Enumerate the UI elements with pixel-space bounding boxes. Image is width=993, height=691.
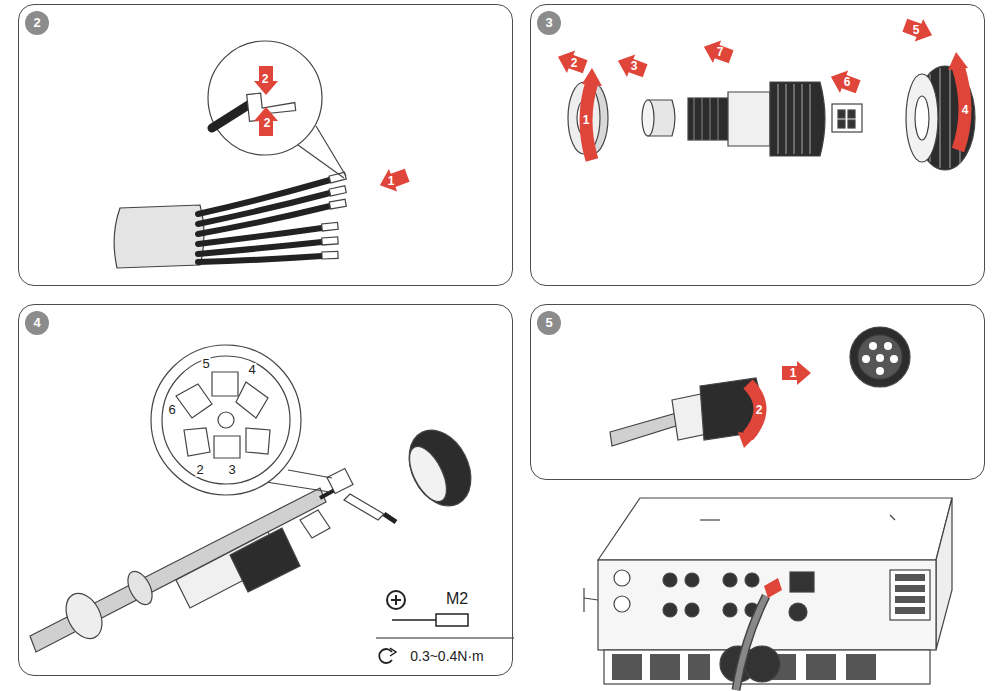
screw-size: M2 bbox=[444, 590, 470, 608]
step-number: 4 bbox=[25, 311, 49, 335]
torque-value: 0.3~0.4N·m bbox=[408, 648, 486, 664]
inverter bbox=[584, 498, 952, 690]
callout-number: 2 bbox=[571, 56, 578, 70]
callout-number: 2 bbox=[262, 72, 269, 86]
pin-number: 4 bbox=[247, 363, 256, 377]
callout-number: 4 bbox=[962, 103, 969, 117]
callout-number: 1 bbox=[388, 174, 395, 188]
step-number: 2 bbox=[25, 11, 49, 35]
cable-ferrules bbox=[114, 41, 346, 268]
step-number: 5 bbox=[537, 311, 561, 335]
callout-number: 3 bbox=[631, 59, 638, 73]
pin-number: 2 bbox=[195, 463, 204, 477]
pin-number: 5 bbox=[201, 357, 210, 371]
step-panel: 3 bbox=[530, 4, 985, 286]
callout-number: 2 bbox=[264, 116, 271, 130]
callout-number: 5 bbox=[913, 23, 920, 37]
plug-socket bbox=[610, 327, 910, 446]
callout-number: 6 bbox=[844, 75, 851, 89]
pin-number: 3 bbox=[227, 463, 236, 477]
step-panel: 2 bbox=[18, 4, 513, 286]
step-panel: 5 bbox=[530, 304, 985, 480]
pin-number: 6 bbox=[167, 403, 176, 417]
callout-number: 1 bbox=[790, 366, 797, 380]
connector-parts bbox=[568, 66, 975, 170]
connector-assembly bbox=[30, 345, 514, 663]
step-number: 3 bbox=[537, 11, 561, 35]
callout-number: 2 bbox=[756, 403, 763, 417]
step-panel: 4 bbox=[18, 304, 513, 676]
callout-number: 1 bbox=[583, 113, 590, 127]
callout-number: 7 bbox=[717, 45, 724, 59]
